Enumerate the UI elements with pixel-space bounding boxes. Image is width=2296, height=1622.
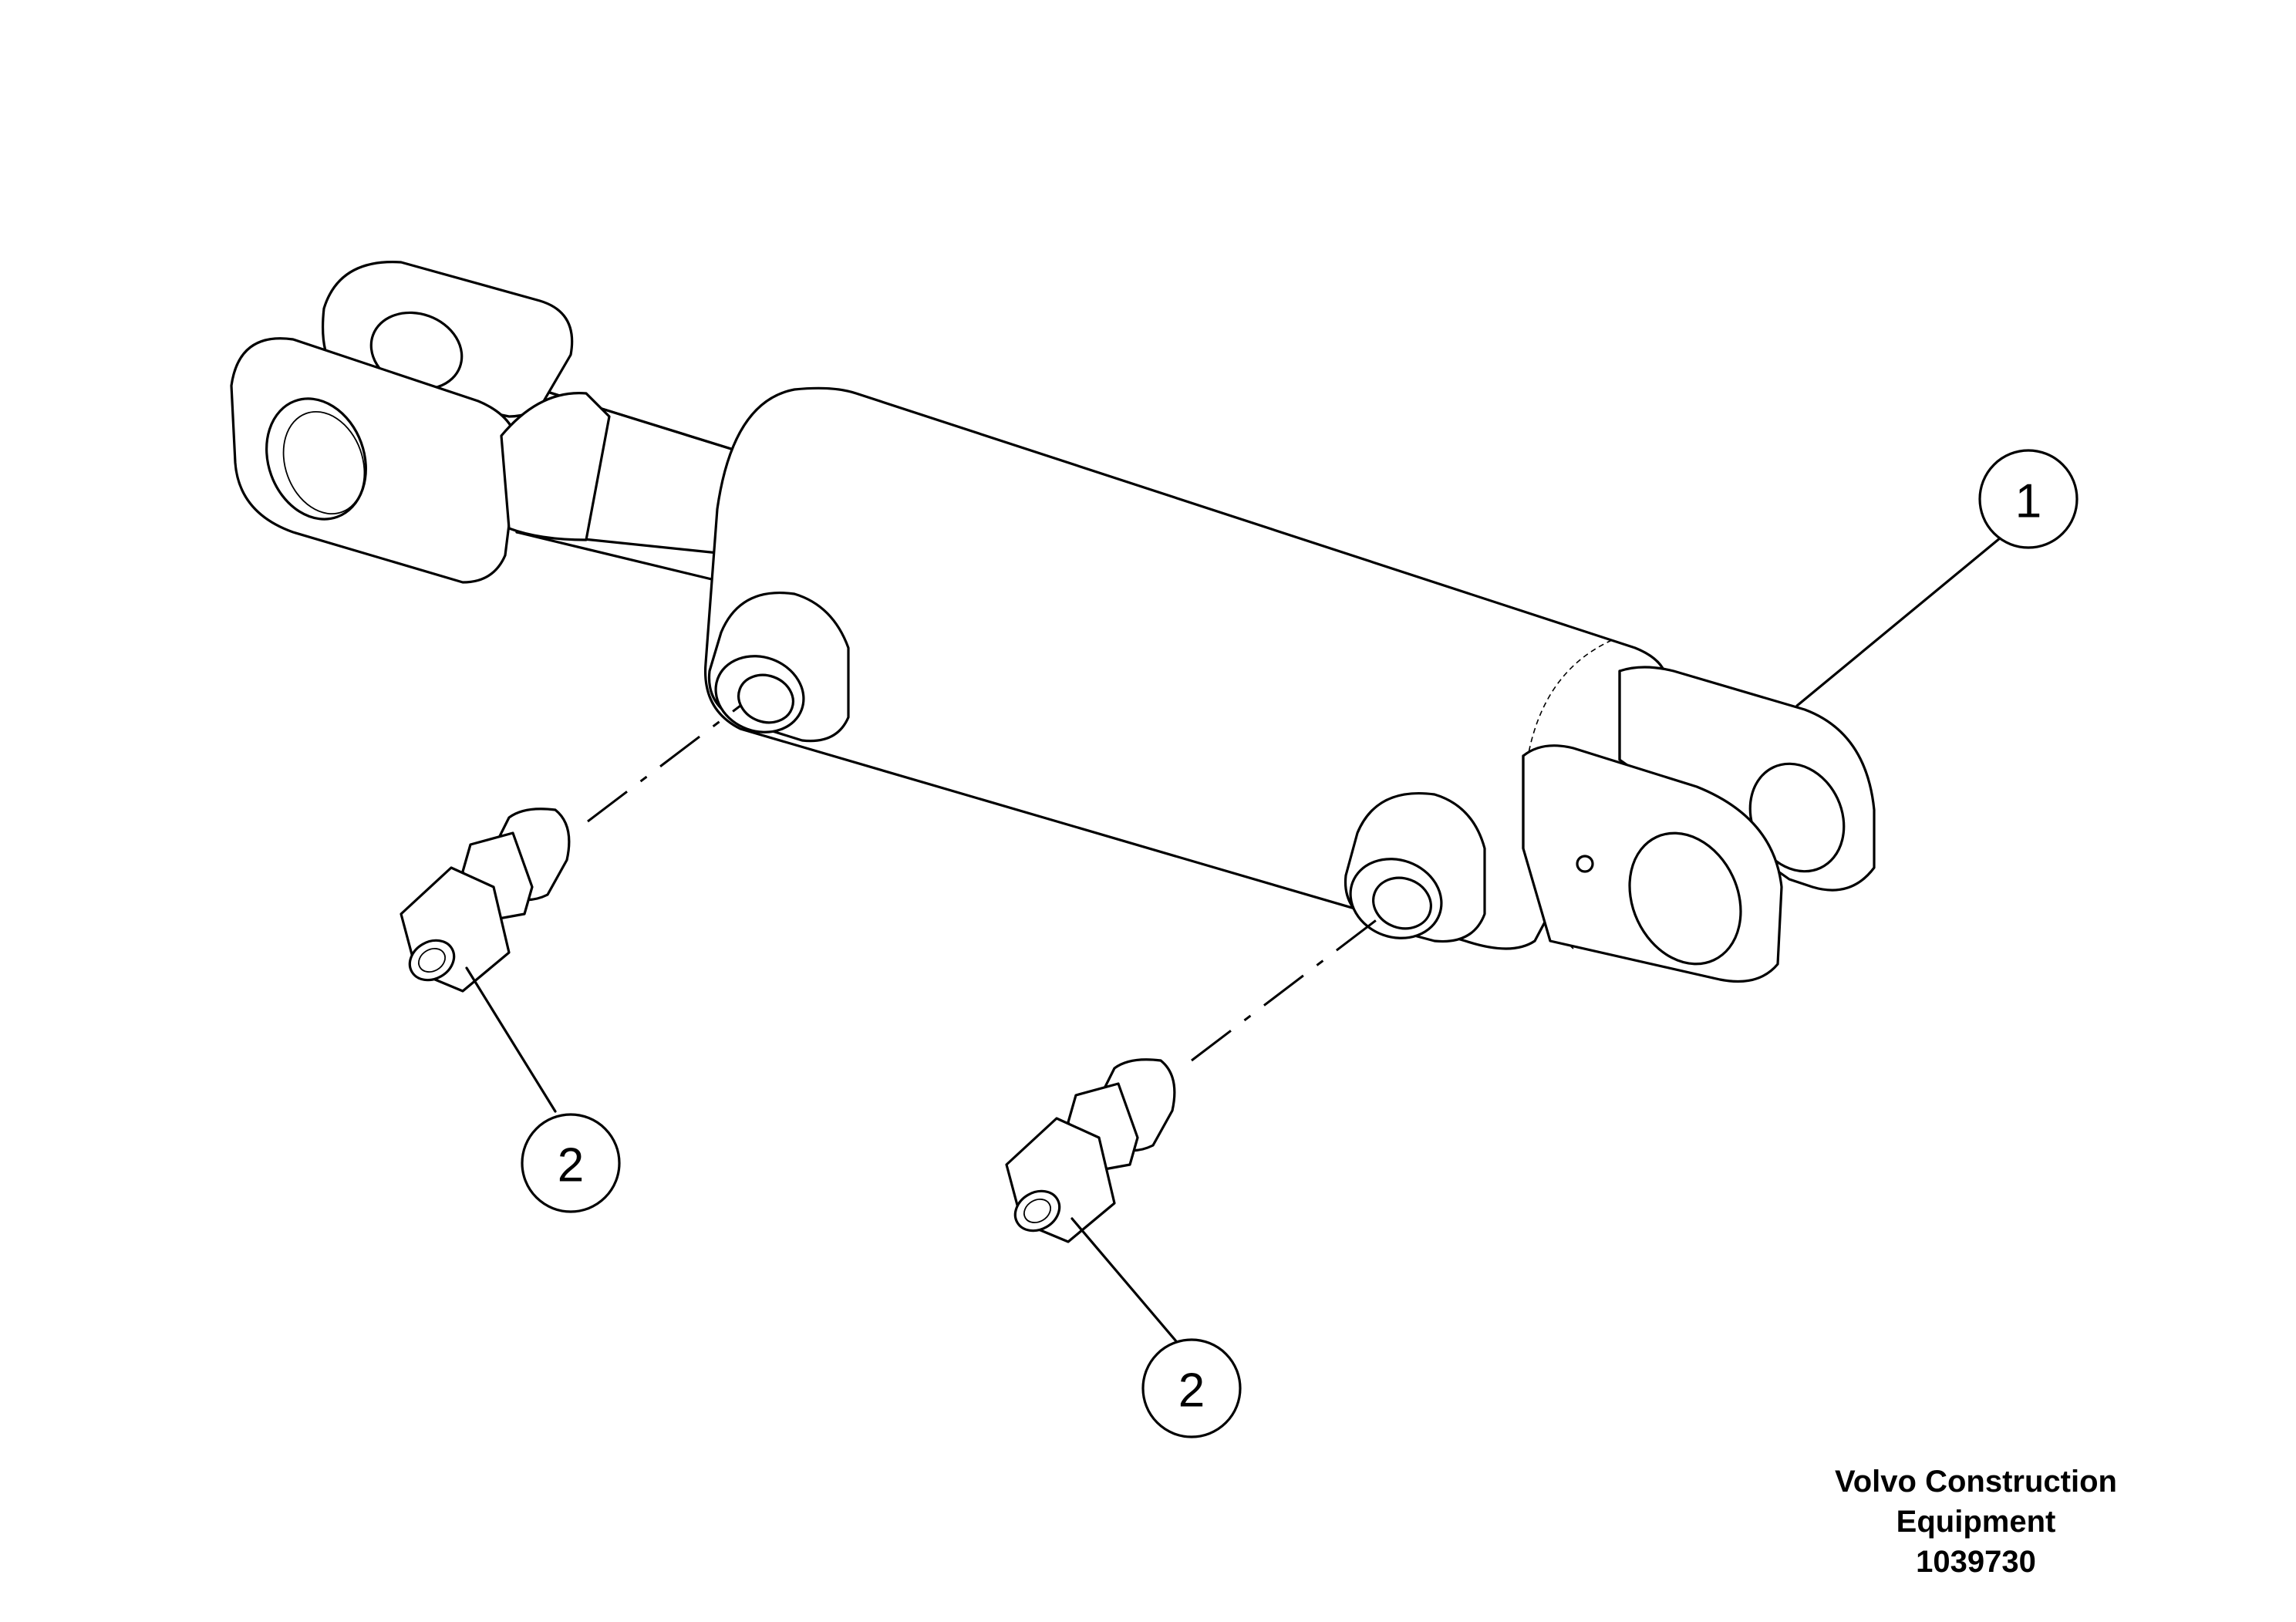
rod-end-clevis bbox=[230, 261, 611, 584]
fitting-upper bbox=[400, 808, 571, 993]
port-boss-lower bbox=[1344, 792, 1486, 943]
callout-2-upper-label: 2 bbox=[558, 1139, 584, 1192]
leader-line-1 bbox=[1795, 529, 2011, 707]
cylinder-barrel bbox=[703, 386, 1669, 950]
callout-2-upper: 2 bbox=[521, 1113, 621, 1213]
fitting-lower bbox=[1005, 1058, 1176, 1243]
manufacturer-name-line2: Equipment bbox=[1896, 1505, 2056, 1539]
drawing-number: 1039730 bbox=[1916, 1545, 2036, 1579]
assembly-line-lower bbox=[1191, 912, 1385, 1062]
leader-line-2-lower bbox=[1070, 1217, 1178, 1343]
callout-2-lower: 2 bbox=[1141, 1338, 1242, 1438]
manufacturer-footer: Volvo Construction Equipment 1039730 bbox=[1775, 1462, 2176, 1582]
assembly-line-upper bbox=[587, 704, 741, 823]
callout-2-lower-label: 2 bbox=[1178, 1364, 1205, 1418]
callout-1: 1 bbox=[1978, 449, 2079, 549]
base-end-clevis bbox=[1522, 666, 1876, 983]
manufacturer-name-line1: Volvo Construction bbox=[1835, 1465, 2117, 1499]
port-boss-upper bbox=[707, 592, 850, 743]
leader-line-2-upper bbox=[465, 966, 557, 1113]
callout-1-label: 1 bbox=[2015, 475, 2041, 528]
